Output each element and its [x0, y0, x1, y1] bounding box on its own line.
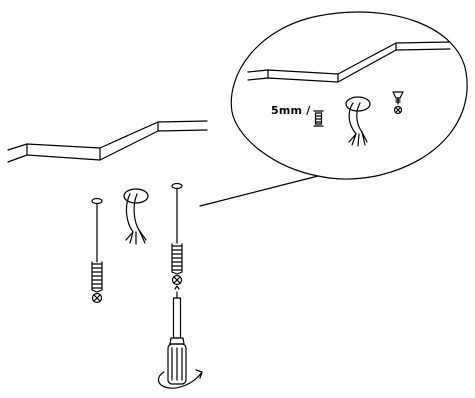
- wall-surface-main: [7, 120, 208, 163]
- screw-icon-right: [171, 182, 183, 286]
- screw-icon-callout: [392, 91, 404, 115]
- anchor-size-label: 5mm /: [271, 104, 311, 117]
- magnifier-callout-bubble: [199, 11, 468, 207]
- wall-anchor-plug-icon: [313, 110, 324, 127]
- cable-through-hole-icon-callout: [345, 96, 371, 147]
- screw-icon-left: [91, 197, 103, 304]
- screwdriver-icon: [167, 285, 187, 385]
- wall-surface-callout: [247, 41, 451, 83]
- cable-through-hole-icon: [123, 188, 149, 245]
- rotation-arrow-icon: [157, 369, 203, 389]
